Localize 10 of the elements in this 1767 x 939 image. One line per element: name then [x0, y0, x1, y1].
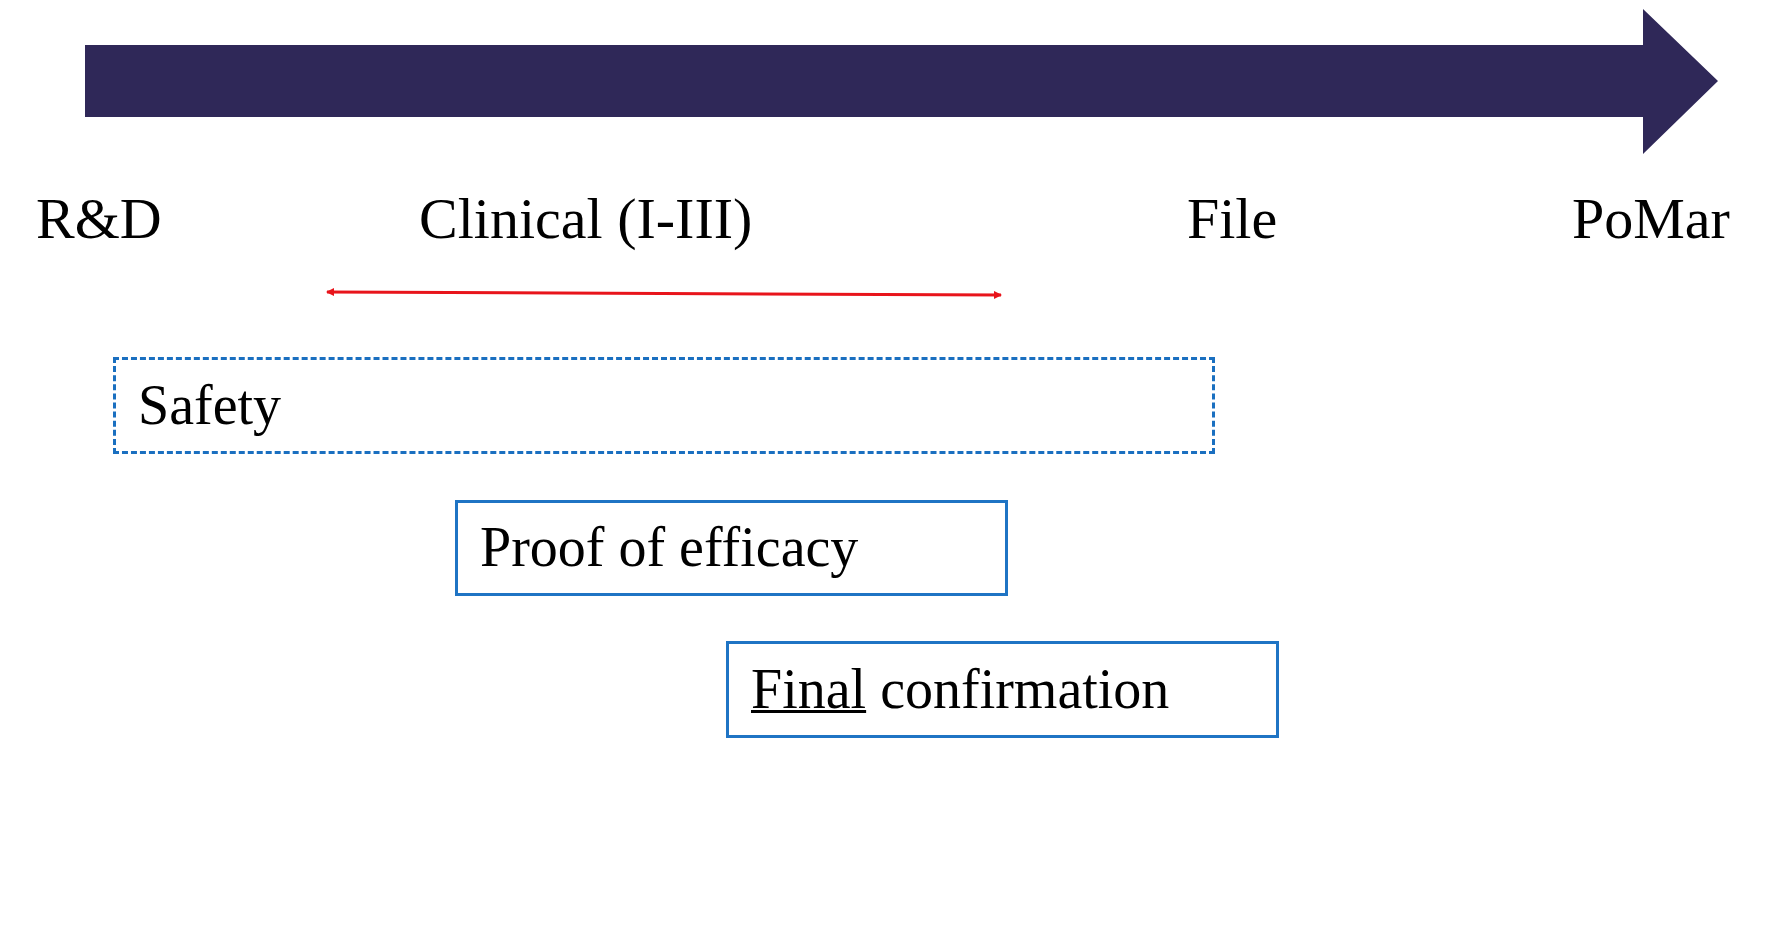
- stage-label: R&D: [36, 190, 162, 248]
- phase-box: [726, 641, 1279, 738]
- stage-label: Clinical (I-III): [419, 190, 753, 248]
- phase-label: Safety: [138, 374, 282, 437]
- phase-label: Proof of efficacy: [480, 517, 859, 579]
- phase-box: [455, 500, 1008, 596]
- dashed-phase-box: [113, 357, 1215, 454]
- stage-label: File: [1187, 190, 1278, 248]
- stage-label: PoMar: [1572, 190, 1730, 248]
- phase-label: Final confirmation: [751, 658, 1170, 721]
